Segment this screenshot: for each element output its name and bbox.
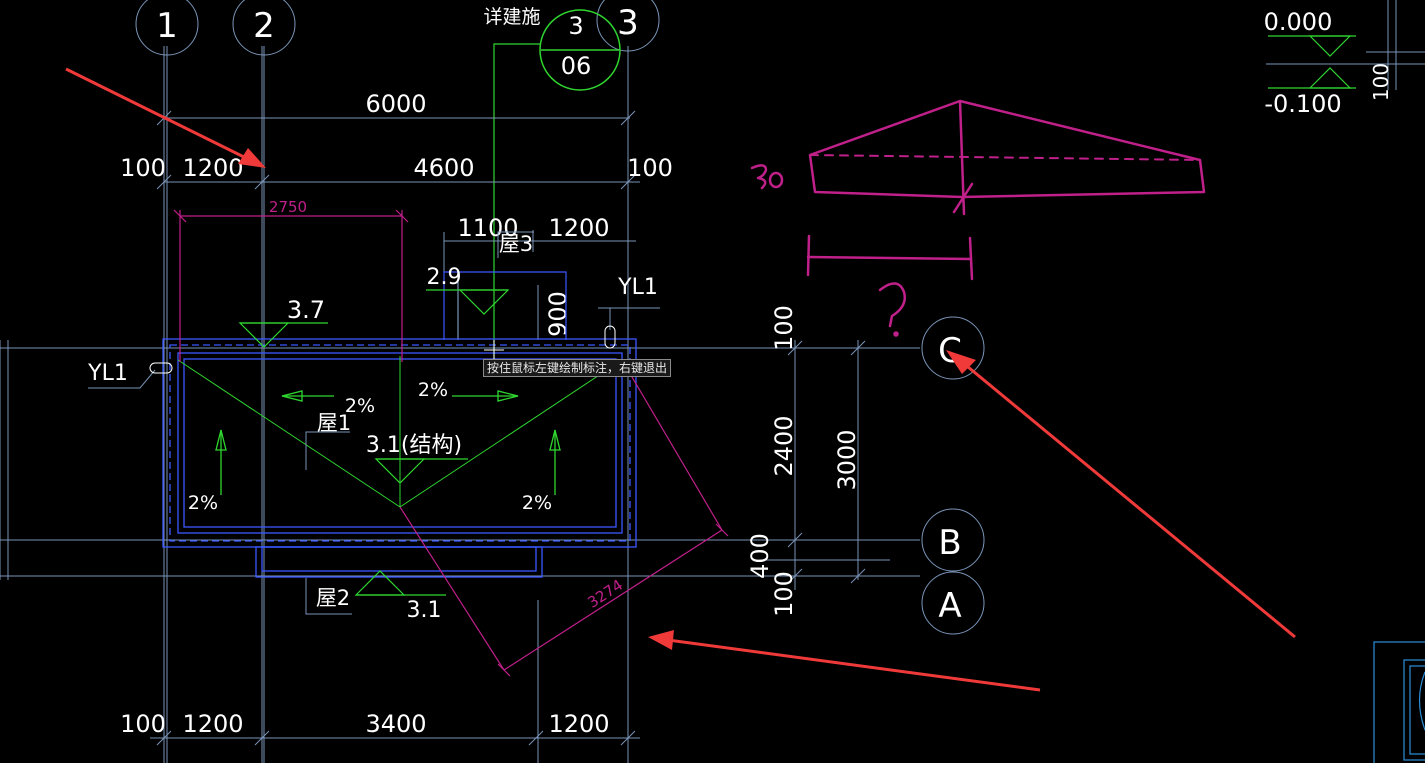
elevation-legend: 0.000 -0.100 100 <box>1264 0 1425 118</box>
top-dimensions <box>156 110 640 340</box>
dim-right-2400: 2400 <box>770 415 798 476</box>
svg-text:3: 3 <box>568 12 583 40</box>
dim-total-top: 6000 <box>365 90 426 118</box>
roof-label-leaders <box>88 231 660 615</box>
red-arrow-right <box>946 350 1296 639</box>
drain-pipe-right <box>604 325 616 349</box>
svg-text:3: 3 <box>617 3 639 43</box>
dim-right-100-bottom: 100 <box>770 571 798 617</box>
dim-roof3-right: 1200 <box>548 214 609 242</box>
svg-text:A: A <box>938 586 961 626</box>
slope-label-right: 2% <box>522 492 552 514</box>
yl1-left-label: YL1 <box>87 361 128 386</box>
roof1-label: 屋1 <box>317 411 351 435</box>
bottom-dimensions <box>150 730 640 746</box>
grid-bubble-1: 1 <box>135 0 199 56</box>
sketch-side-mark: 30 <box>768 185 770 187</box>
detail-callout: 详建施 3 06 <box>483 6 621 360</box>
dim-900: 900 <box>544 291 572 337</box>
svg-text:详建施: 详建施 <box>483 6 540 28</box>
cursor-crosshair <box>484 340 504 360</box>
dim-3274-label: 3274 <box>584 576 626 612</box>
dim-roof3-left: 1100 <box>457 214 518 242</box>
dim-top-1: 100 <box>120 154 166 182</box>
slope-label-top-right: 2% <box>418 379 448 401</box>
slope-label-left: 2% <box>188 492 218 514</box>
grid-bubble-C: C <box>921 316 985 380</box>
grid-bubble-A: A <box>921 571 985 635</box>
elevation-3-7-label: 3.7 <box>287 296 325 324</box>
drain-pipe-left <box>149 362 173 374</box>
red-arrow-top-left <box>65 67 266 168</box>
grid-bubble-2: 2 <box>232 0 296 56</box>
roof2-label: 屋2 <box>316 586 350 610</box>
dim-top-2: 1200 <box>182 154 243 182</box>
dim-top-4: 100 <box>627 154 673 182</box>
svg-text:2: 2 <box>253 6 275 46</box>
dim-2750-label: 2750 <box>269 198 307 216</box>
red-arrow-bottom <box>648 630 1041 692</box>
slope-label-top-left: 2% <box>345 395 375 417</box>
dim-right-100-top: 100 <box>770 305 798 351</box>
svg-text:100: 100 <box>1369 63 1393 101</box>
elevation-2-9-label: 2.9 <box>427 265 462 290</box>
dim-top-3: 4600 <box>413 154 474 182</box>
dim-bottom-2: 1200 <box>182 710 243 738</box>
roof3-label: 屋3 <box>499 232 533 256</box>
slope-arrows <box>215 390 561 495</box>
hand-sketch <box>750 99 1206 337</box>
grid-bubble-B: B <box>921 508 985 572</box>
magenta-dimension-2750 <box>173 209 409 362</box>
elevation-3-1-struct-label: 3.1(结构) <box>366 433 462 458</box>
elevation-marker-3-1 <box>354 570 446 596</box>
dim-right-400: 400 <box>746 533 774 579</box>
elevation-marker-3-7 <box>238 322 328 348</box>
svg-text:0.000: 0.000 <box>1264 8 1333 36</box>
drainage-slope-lines <box>177 356 623 508</box>
dim-right-3000: 3000 <box>833 429 861 490</box>
sketch-question-mark: ? <box>896 319 897 321</box>
svg-text:B: B <box>938 523 961 563</box>
dim-bottom-4: 1200 <box>548 710 609 738</box>
axis-grid-lines <box>0 46 920 763</box>
elevation-marker-2-9 <box>426 289 510 315</box>
elevation-3-1-label: 3.1 <box>407 598 442 623</box>
elevation-marker-3-1-struct <box>374 458 468 484</box>
right-dimensions <box>537 285 890 590</box>
command-tooltip: 按住鼠标左键绘制标注，右键退出 <box>483 359 672 377</box>
partial-frame-bottom-right <box>1373 641 1425 763</box>
svg-text:-0.100: -0.100 <box>1264 90 1341 118</box>
yl1-right-label: YL1 <box>617 275 658 300</box>
roof3-box <box>443 271 567 340</box>
dim-bottom-3: 3400 <box>365 710 426 738</box>
dim-bottom-1: 100 <box>120 710 166 738</box>
svg-text:06: 06 <box>561 52 592 80</box>
svg-text:1: 1 <box>156 6 178 46</box>
magenta-dimension-3274 <box>399 359 729 677</box>
grid-bubble-3: 3 <box>596 0 660 52</box>
